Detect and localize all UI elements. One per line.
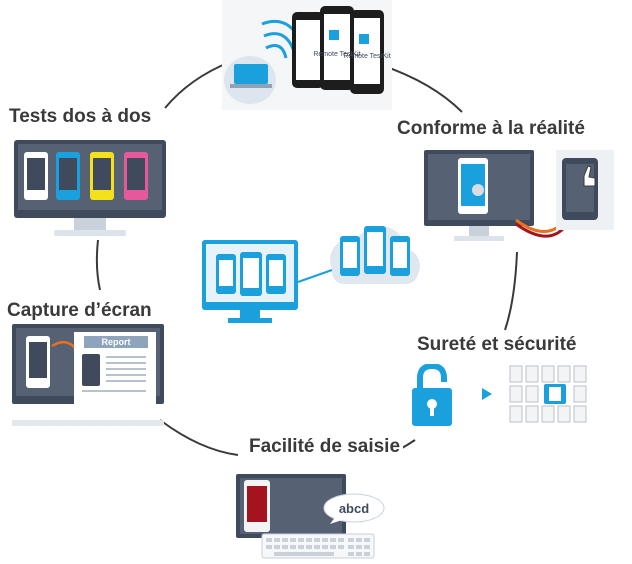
- device-text-a: Remote TestKit: [313, 51, 360, 58]
- label-capture-d-ecran: Capture d’écran: [4, 300, 155, 322]
- center-cloud-illustration: [202, 226, 420, 323]
- report-label: Report: [102, 337, 131, 347]
- remote-devices-illustration: Remote TestKit Remote TestKit: [222, 0, 392, 110]
- bubble-text: abcd: [339, 501, 369, 516]
- label-tests-dos-a-dos: Tests dos à dos: [6, 106, 155, 128]
- real-device-illustration: [424, 150, 614, 241]
- hand-pointer-icon: [583, 165, 596, 187]
- device-text-b: Remote TestKit: [343, 53, 390, 60]
- back-to-back-tests-illustration: [14, 140, 166, 236]
- screen-capture-illustration: Report: [12, 324, 164, 426]
- label-conforme-a-la-realite: Conforme à la réalité: [394, 118, 588, 140]
- label-facilite-de-saisie: Facilité de saisie: [246, 436, 404, 458]
- speech-bubble-icon: abcd: [323, 493, 385, 524]
- security-illustration: [410, 364, 590, 430]
- input-ease-illustration: abcd: [226, 470, 386, 562]
- laptop-icon: [234, 64, 268, 84]
- label-surete-et-securite: Sureté et sécurité: [414, 334, 580, 356]
- arrow-right-icon: [482, 388, 492, 400]
